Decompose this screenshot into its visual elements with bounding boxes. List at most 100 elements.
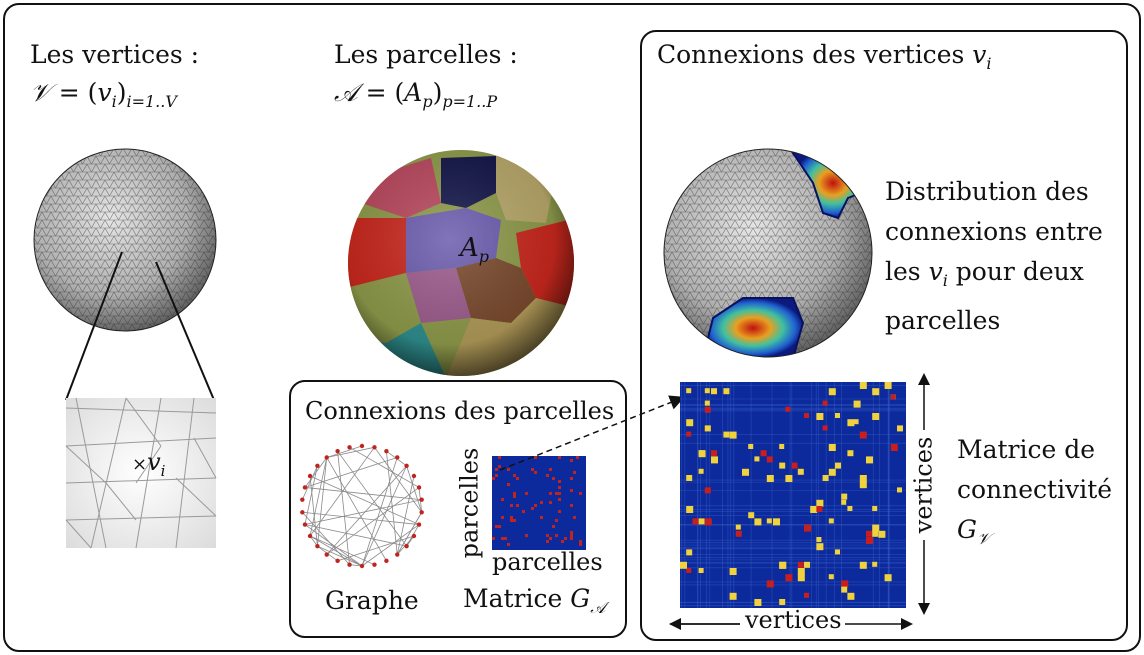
matrix-cell	[510, 519, 513, 522]
matrix-block	[841, 493, 848, 500]
matrix-block	[698, 450, 705, 457]
graph-node	[315, 543, 320, 549]
graph-node	[404, 463, 409, 469]
matrix-cell	[579, 540, 582, 543]
vertices-formula: 𝒱 = (vi)i=1..V	[30, 78, 177, 111]
matrix-block	[816, 413, 824, 420]
matrix-block	[797, 468, 804, 475]
matrix-block	[816, 537, 822, 542]
graph-node	[416, 485, 422, 490]
graph-edge	[304, 487, 422, 501]
dist-line-3-suffix: pour deux	[947, 257, 1084, 286]
matrix-block	[785, 574, 793, 582]
matrix-block	[816, 499, 824, 507]
matrix-cell	[492, 537, 495, 540]
matrix-cell	[498, 456, 501, 459]
zoom-mesh-patch	[65, 397, 217, 549]
matrix-cell	[549, 501, 552, 504]
formula-close: )	[116, 78, 127, 107]
matrix-block	[890, 394, 896, 400]
matrix-cell	[558, 480, 561, 483]
matrix-block	[754, 599, 762, 606]
formula-symbol: 𝒱	[30, 78, 51, 107]
matrix-cell	[546, 540, 549, 543]
graph-node	[395, 455, 400, 460]
matrix-cell	[513, 474, 516, 477]
matrix-block	[872, 524, 880, 532]
matrix-block	[686, 419, 694, 427]
matrix-block	[797, 568, 805, 575]
matrix-cell	[549, 492, 552, 495]
matrix-block	[735, 524, 741, 530]
matrix-block	[729, 568, 737, 575]
matrix-cell	[558, 456, 561, 459]
parcels-title: Les parcelles :	[334, 40, 518, 69]
graph-node	[347, 562, 352, 567]
matrix-cell	[555, 492, 558, 495]
dist-line-3-sub: i	[942, 271, 948, 290]
matrix-cell	[495, 474, 498, 477]
matrix-cell	[570, 489, 573, 492]
dist-line-3-prefix: les	[885, 257, 929, 286]
formula-sub: i	[111, 92, 117, 111]
graph-edge	[304, 457, 398, 488]
graph-edge	[326, 457, 387, 562]
matrix-var: G	[957, 515, 977, 544]
matrix-block	[766, 518, 772, 524]
graph-edge	[309, 535, 363, 567]
matrix-block	[692, 518, 699, 525]
matrix-block	[872, 530, 879, 537]
formula-sub: p	[422, 92, 433, 111]
graph-edge	[326, 445, 363, 458]
graph-node	[324, 552, 329, 557]
matrix-cell	[507, 543, 510, 546]
graph-node	[384, 448, 389, 454]
matrix-cell	[507, 483, 510, 486]
matrix-block	[884, 574, 892, 582]
matrix-block	[859, 431, 867, 439]
parcel-label-sub: p	[478, 247, 490, 267]
matrix-block	[828, 468, 836, 476]
graph-label: Graphe	[325, 586, 419, 615]
matrix-block	[760, 450, 767, 457]
matrix-cell	[495, 525, 498, 528]
graph-edge	[304, 499, 422, 525]
matrix-block	[711, 450, 717, 457]
matrix-prefix: Matrice	[463, 584, 571, 613]
matrix-block	[847, 506, 853, 511]
formula-eq: = (	[357, 78, 405, 107]
graph-edge	[317, 457, 328, 547]
graph-node	[302, 485, 308, 490]
graph-node	[335, 448, 340, 454]
matrix-block	[748, 444, 754, 449]
matrix-block	[804, 592, 809, 598]
graph-edge	[361, 524, 420, 567]
matrix-block	[859, 561, 867, 569]
matrix-block	[822, 425, 828, 431]
parcel-label: Ap	[460, 233, 489, 266]
connection-distribution-sphere	[663, 148, 873, 358]
matrix-cell	[552, 477, 555, 480]
matrix-cell	[573, 516, 576, 519]
matrix-block	[804, 413, 809, 418]
matrix-block	[816, 506, 823, 512]
matrix-cell	[570, 459, 573, 462]
graph-node	[335, 558, 340, 564]
matrix-block	[723, 388, 730, 395]
matrix-cell	[513, 492, 516, 495]
matrix-block	[890, 444, 898, 451]
matrix-block	[686, 388, 692, 394]
matrix-block	[828, 388, 836, 396]
matrix-block	[835, 413, 840, 418]
matrix-cell	[546, 534, 549, 537]
matrix-cell	[555, 534, 558, 537]
matrix-block	[773, 518, 780, 526]
matrix-block	[742, 468, 749, 476]
dist-line-2: connexions entre	[885, 217, 1103, 246]
dist-line-1: Distribution des	[885, 177, 1089, 206]
matrix-block	[841, 580, 849, 588]
matrix-block	[872, 388, 880, 396]
matrix-cell	[522, 510, 525, 513]
